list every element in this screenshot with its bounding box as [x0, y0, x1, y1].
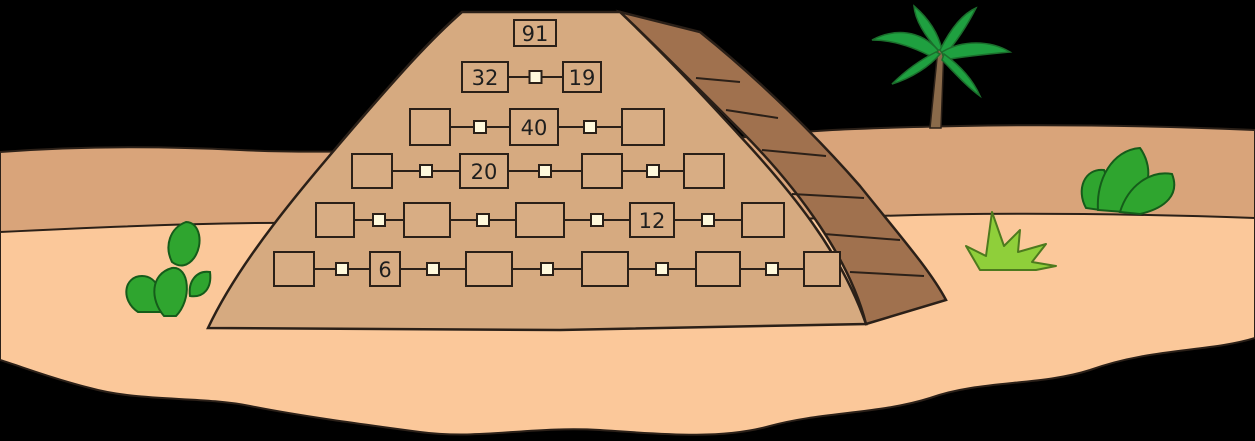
- connector-square: [373, 214, 385, 226]
- cell-box: [582, 154, 622, 188]
- number-cell[interactable]: [466, 252, 512, 286]
- connector-square: [477, 214, 489, 226]
- number-cell[interactable]: [582, 252, 628, 286]
- number-cell: 6: [370, 252, 400, 286]
- number-cell: 32: [462, 62, 508, 92]
- connector-square: [541, 263, 553, 275]
- connector-square: [647, 165, 659, 177]
- cell-box: [404, 203, 450, 237]
- cell-value: 32: [472, 66, 499, 90]
- connector-square: [702, 214, 714, 226]
- cell-box: [622, 109, 664, 145]
- number-cell[interactable]: [804, 252, 840, 286]
- connector-square: [539, 165, 551, 177]
- connector-square: [420, 165, 432, 177]
- cell-box: [274, 252, 314, 286]
- cell-box: [410, 109, 450, 145]
- connector-square: [584, 121, 596, 133]
- cell-box: [804, 252, 840, 286]
- number-cell: 19: [563, 62, 601, 92]
- number-cell: 91: [514, 20, 556, 46]
- number-cell[interactable]: [274, 252, 314, 286]
- cell-box: [696, 252, 740, 286]
- connector-square: [591, 214, 603, 226]
- cell-box: [516, 203, 564, 237]
- cell-value: 6: [378, 258, 391, 282]
- connector-square: [766, 263, 778, 275]
- cell-box: [352, 154, 392, 188]
- number-cell[interactable]: [410, 109, 450, 145]
- number-cell[interactable]: [352, 154, 392, 188]
- number-cell: 20: [460, 154, 508, 188]
- connector-square: [474, 121, 486, 133]
- connector-square: [336, 263, 348, 275]
- number-cell[interactable]: [582, 154, 622, 188]
- connector-square: [530, 71, 542, 83]
- connector-square: [427, 263, 439, 275]
- number-cell[interactable]: [684, 154, 724, 188]
- cell-value: 40: [521, 116, 548, 140]
- number-cell[interactable]: [316, 203, 354, 237]
- number-cell: 12: [630, 203, 674, 237]
- cell-value: 20: [471, 160, 498, 184]
- cell-value: 91: [522, 22, 549, 46]
- cell-value: 12: [639, 209, 666, 233]
- cell-box: [684, 154, 724, 188]
- number-cell[interactable]: [696, 252, 740, 286]
- cell-box: [316, 203, 354, 237]
- number-cell[interactable]: [404, 203, 450, 237]
- cell-box: [582, 252, 628, 286]
- number-cell[interactable]: [742, 203, 784, 237]
- cell-box: [466, 252, 512, 286]
- cell-value: 19: [569, 66, 596, 90]
- cell-box: [742, 203, 784, 237]
- number-cell: 40: [510, 109, 558, 145]
- number-cell[interactable]: [516, 203, 564, 237]
- connector-square: [656, 263, 668, 275]
- number-cell[interactable]: [622, 109, 664, 145]
